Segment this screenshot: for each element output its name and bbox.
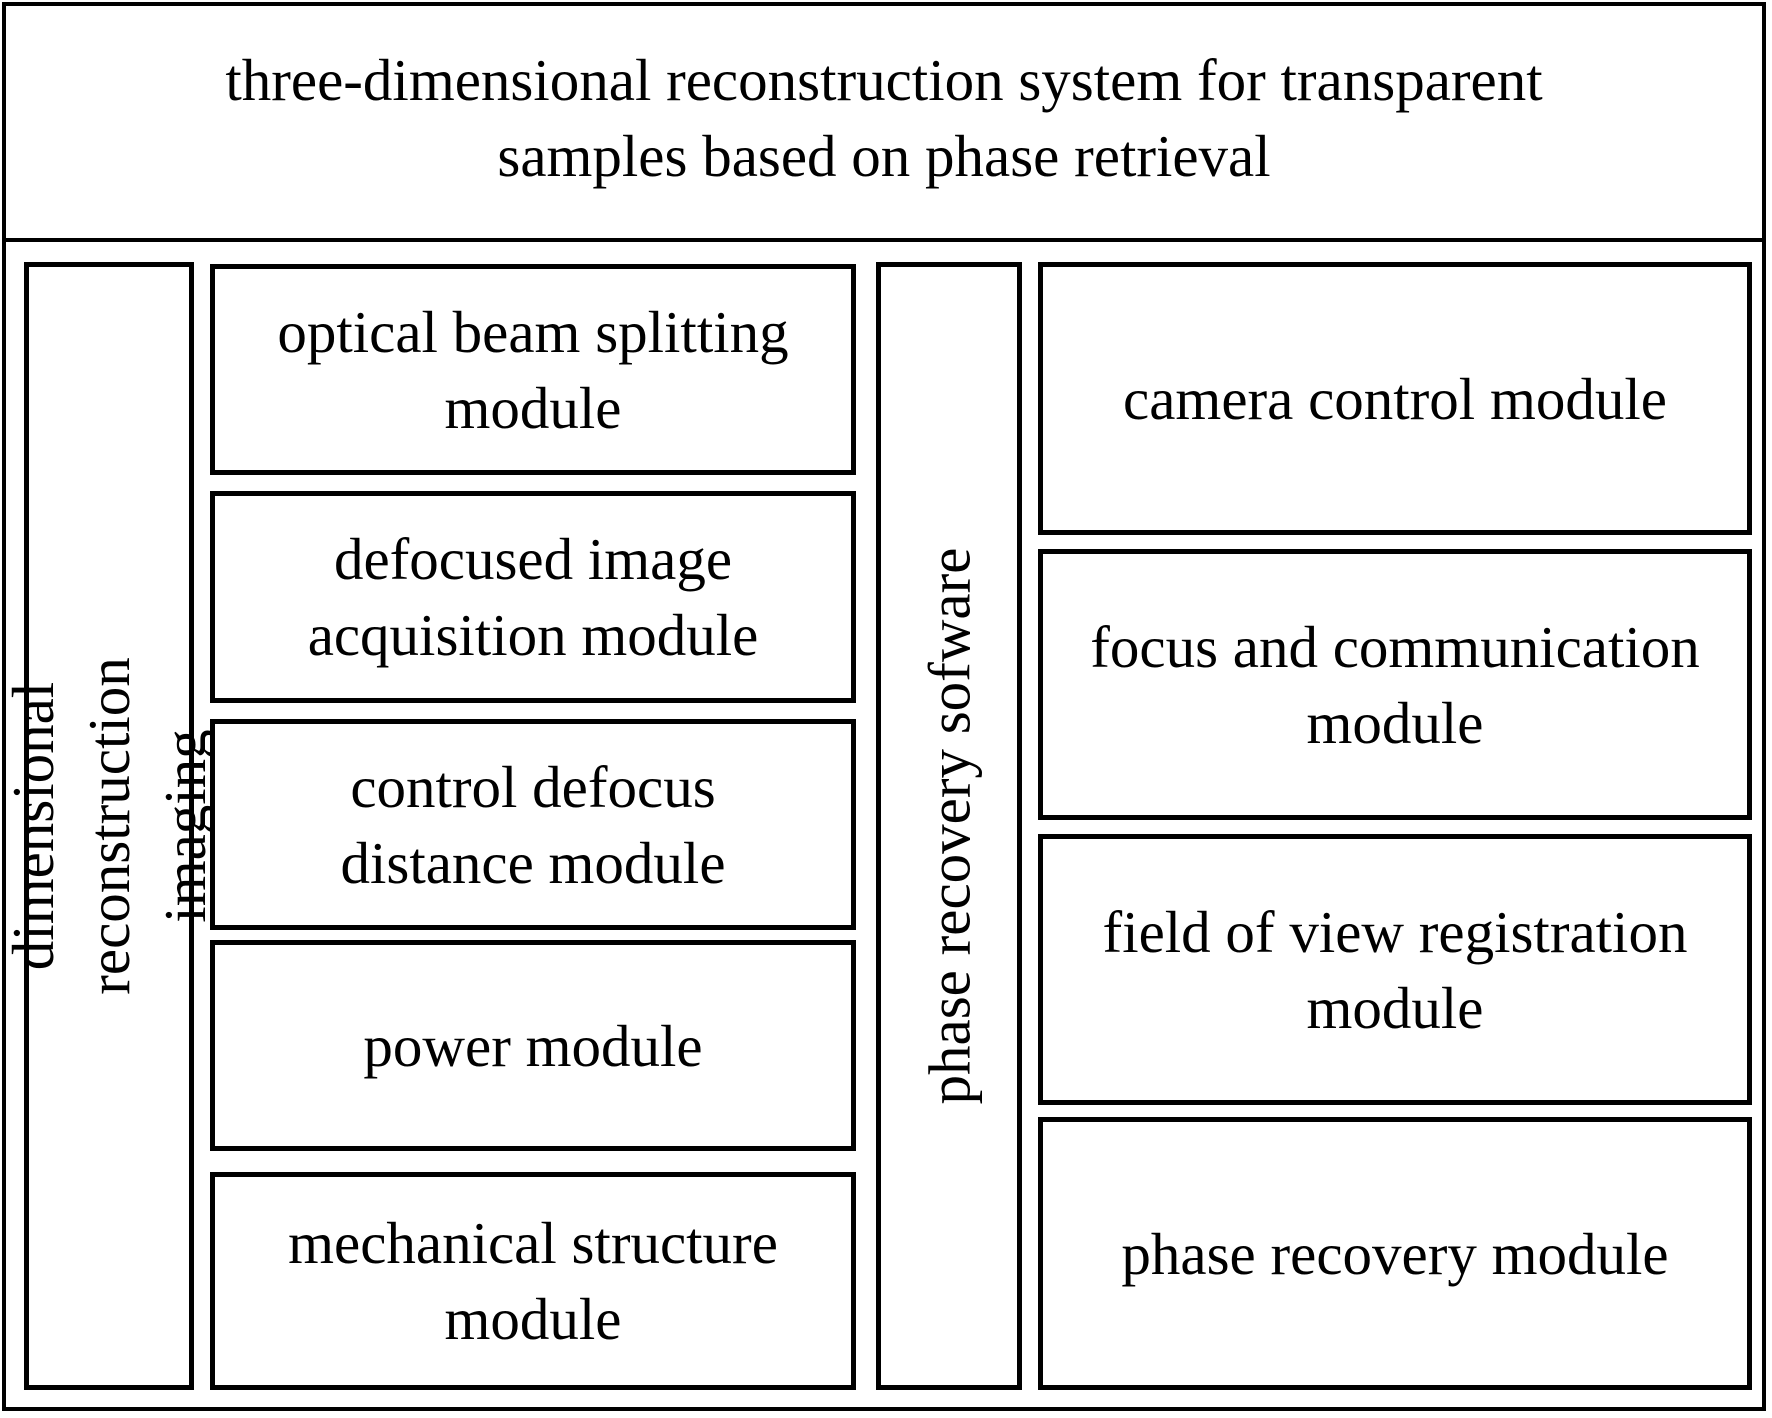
system-title-box: three-dimensional reconstruction system … [6,6,1762,242]
module-label: optical beam splitting module [277,298,789,441]
module-label: control defocus distance module [340,753,726,896]
module-label: field of view registration module [1102,898,1688,1041]
software-module-camera-control: camera control module [1038,262,1752,535]
platform-module-control-defocus-distance: control defocus distance module [210,719,856,930]
software-label-box: phase recovery sofware [876,262,1022,1390]
platform-module-power: power module [210,940,856,1151]
module-label: defocused image acquisition module [307,526,759,668]
software-module-phase-recovery: phase recovery module [1038,1117,1752,1390]
module-label: phase recovery module [1121,1220,1669,1287]
module-label: focus and communication module [1090,613,1700,756]
platform-module-defocused-image-acquisition: defocused image acquisition module [210,491,856,703]
system-title: three-dimensional reconstruction system … [225,47,1543,189]
module-label: mechanical structure module [288,1210,778,1352]
software-label: phase recovery sofware [916,547,982,1105]
platform-module-mechanical-structure: mechanical structure module [210,1172,856,1390]
platform-module-optical-beam-splitting: optical beam splitting module [210,264,856,475]
software-module-focus-and-communication: focus and communication module [1038,549,1752,820]
module-label: camera control module [1123,365,1667,432]
module-label: power module [363,1012,703,1079]
software-module-field-of-view-registration: field of view registration module [1038,834,1752,1105]
platform-label-box: three-dimensional reconstruction imaging… [0,262,294,1390]
